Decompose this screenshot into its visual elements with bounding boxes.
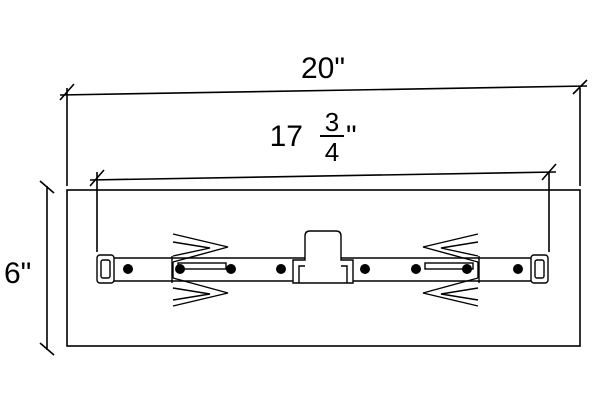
burner-ports — [123, 264, 523, 274]
inner-width-dimension — [89, 163, 557, 252]
burner-port — [360, 264, 370, 274]
burner-port — [276, 264, 286, 274]
inner-width-unit: " — [346, 120, 357, 153]
height-label: 6" — [4, 257, 31, 290]
burner-port — [226, 264, 236, 274]
inner-width-denominator: 4 — [325, 137, 339, 167]
right-mounting-bracket — [422, 233, 480, 307]
center-gas-inlet — [292, 230, 354, 284]
burner-port — [462, 264, 472, 274]
inner-width-label: 17 3 4 " — [270, 107, 357, 167]
inner-width-numerator: 3 — [325, 107, 339, 137]
burner-port — [411, 264, 421, 274]
burner-port — [513, 264, 523, 274]
burner-bar-assembly — [96, 230, 549, 307]
overall-width-dimension — [59, 79, 588, 186]
height-dimension — [39, 180, 55, 356]
burner-pan-outline — [66, 189, 581, 347]
left-end-cap — [96, 254, 115, 284]
overall-width-label: 20" — [301, 52, 345, 85]
inner-width-whole: 17 — [270, 120, 303, 153]
burner-port — [123, 264, 133, 274]
burner-port — [175, 264, 185, 274]
right-end-cap — [530, 254, 549, 284]
